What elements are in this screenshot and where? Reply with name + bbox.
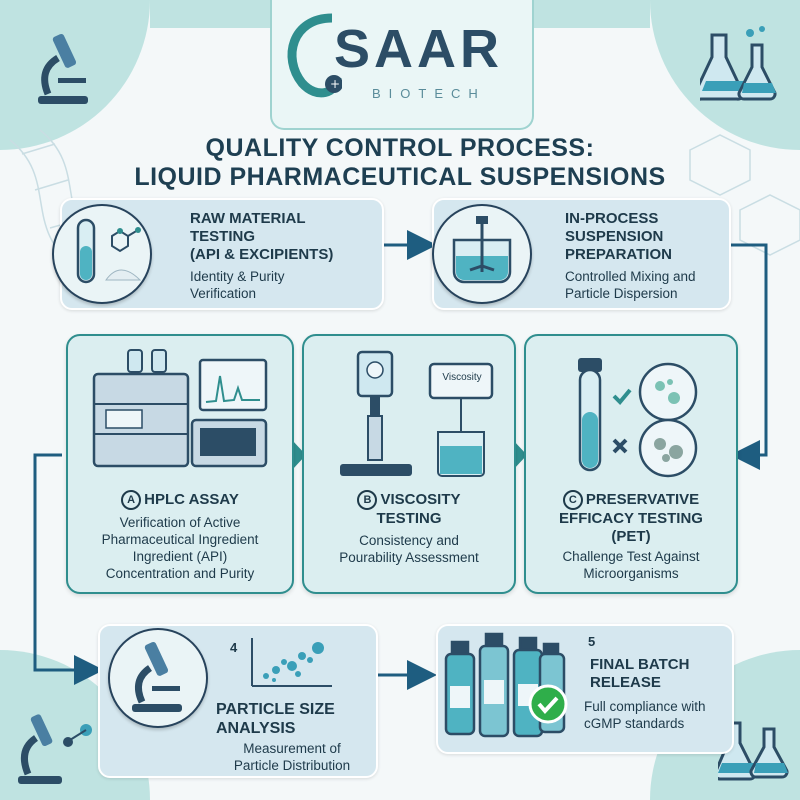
viscosity-badge: B	[357, 490, 378, 510]
page-title-line1: QUALITY CONTROL PROCESS:	[205, 134, 595, 162]
final-release-number: 5	[588, 634, 596, 649]
logo-panel: + SAAR BIOTECH	[270, 0, 534, 130]
particle-size-number: 4	[230, 640, 238, 655]
particle-size-icon-circle	[108, 628, 208, 728]
hplc-instrument-icon	[92, 349, 268, 468]
logo-swirl: +	[287, 13, 342, 98]
mixing-vessel-icon	[452, 216, 512, 284]
viscometer-icon	[340, 350, 494, 477]
in-process-icon-circle	[432, 204, 532, 304]
particle-scatter-icon	[251, 638, 332, 687]
arrow-hplc-to-visc	[292, 440, 306, 470]
flask-icon	[700, 26, 777, 101]
arrow-visc-to-pet	[513, 440, 527, 470]
brand-name: SAAR	[334, 19, 504, 79]
flasks-corner-icon	[718, 721, 789, 781]
svg-text:+: +	[330, 77, 340, 91]
viscosity-screen-label: Viscosity	[442, 372, 482, 383]
test-tube-icon	[76, 218, 142, 284]
raw-material-icon-circle	[52, 204, 152, 304]
petri-dish-icon	[578, 358, 698, 478]
arrow-hplc-to-particle	[33, 453, 104, 685]
bottles-icon	[444, 632, 568, 738]
microscope-step-icon	[132, 641, 182, 712]
hplc-badge: A	[121, 490, 142, 510]
pet-badge: C	[562, 490, 583, 510]
arrow-inproc-to-pet	[728, 243, 768, 470]
microscope-icon	[38, 33, 88, 104]
brand-subtitle: BIOTECH	[372, 86, 486, 101]
microscope-corner-icon	[18, 714, 92, 784]
page-title-line2: LIQUID PHARMACEUTICAL SUSPENSIONS	[134, 163, 666, 191]
